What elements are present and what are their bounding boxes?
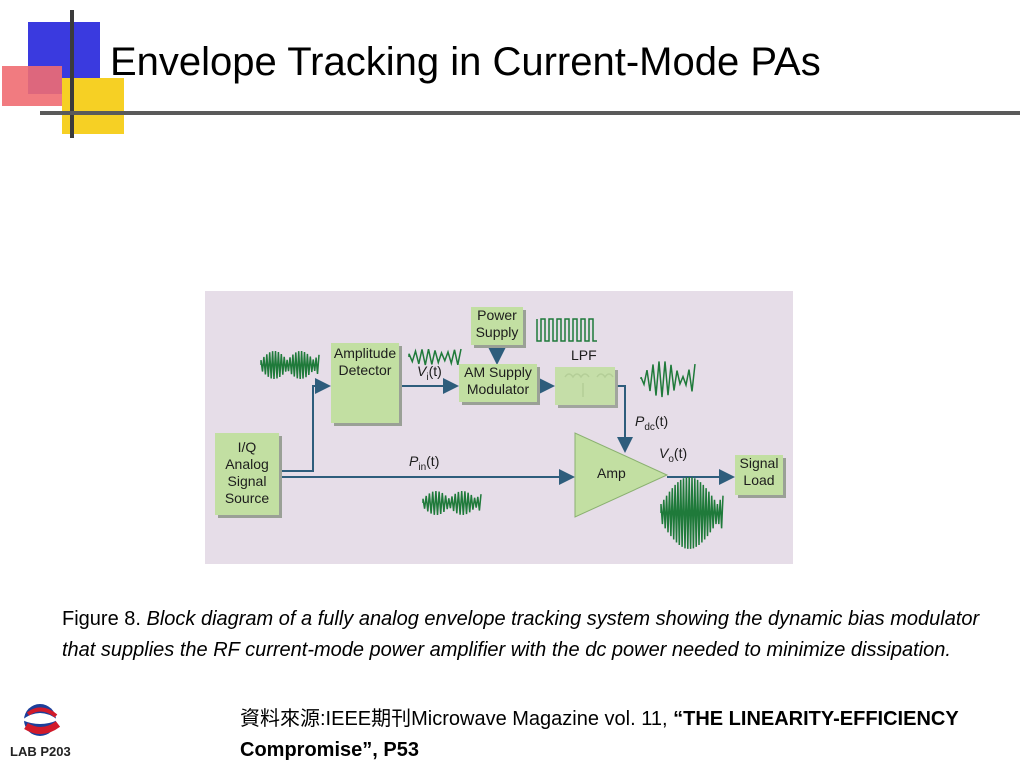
power-supply-label: Power Supply — [475, 307, 519, 340]
power-supply-block: Power Supply — [471, 307, 523, 345]
iq-source-label: I/Q Analog Signal Source — [224, 439, 270, 506]
vi-label: Vi(t) — [417, 363, 442, 383]
lab-logo-icon — [22, 704, 61, 736]
wire-lpf-to-amp — [617, 385, 633, 453]
pdc-label: Pdc(t) — [635, 413, 669, 433]
pin-label: Pin(t) — [409, 453, 440, 473]
source-title: “THE LINEARITY-EFFICIENCY Compromise”, P… — [240, 708, 959, 761]
output-rf-waveform — [660, 476, 724, 549]
signal-load-block: Signal Load — [735, 455, 783, 495]
lpf-output-waveform — [640, 361, 696, 398]
source-citation: 資料來源:IEEE期刊Microwave Magazine vol. 11, “… — [240, 704, 1020, 766]
detected-envelope-waveform — [408, 348, 462, 367]
amplitude-detector-label: Amplitude Detector — [333, 345, 397, 378]
block-diagram: I/Q Analog Signal Source Amplitude Detec… — [205, 291, 793, 564]
am-supply-modulator-label: AM Supply Modulator — [464, 364, 532, 397]
lpf-label: LPF — [571, 347, 597, 363]
switching-waveform — [536, 318, 597, 342]
wire-iq-to-detector — [281, 378, 331, 472]
amp-triangle — [574, 432, 669, 518]
diagram-wires — [260, 318, 735, 549]
figure-caption-text: Block diagram of a fully analog envelope… — [62, 608, 980, 661]
amplitude-detector-block: Amplitude Detector — [331, 343, 399, 423]
iq-source-block: I/Q Analog Signal Source — [215, 433, 279, 515]
pin-rf-waveform — [422, 490, 482, 516]
figure-label: Figure 8. — [62, 608, 141, 630]
decor-red-square — [2, 66, 62, 106]
source-prefix: 資料來源:IEEE期刊Microwave Magazine vol. 11, — [240, 708, 674, 730]
figure-caption: Figure 8. Block diagram of a fully analo… — [62, 604, 1012, 666]
vo-label: Vo(t) — [659, 445, 688, 465]
am-supply-modulator-block: AM Supply Modulator — [459, 364, 537, 402]
signal-load-label: Signal Load — [739, 455, 779, 488]
lab-logo-text: LAB P203 — [10, 744, 71, 759]
lpf-block — [555, 367, 615, 405]
slide-title: Envelope Tracking in Current-Mode PAs — [110, 40, 821, 84]
input-rf-waveform — [260, 351, 320, 380]
title-underline — [40, 111, 1020, 115]
decor-vertical-line — [70, 10, 74, 138]
amp-label: Amp — [597, 465, 626, 481]
